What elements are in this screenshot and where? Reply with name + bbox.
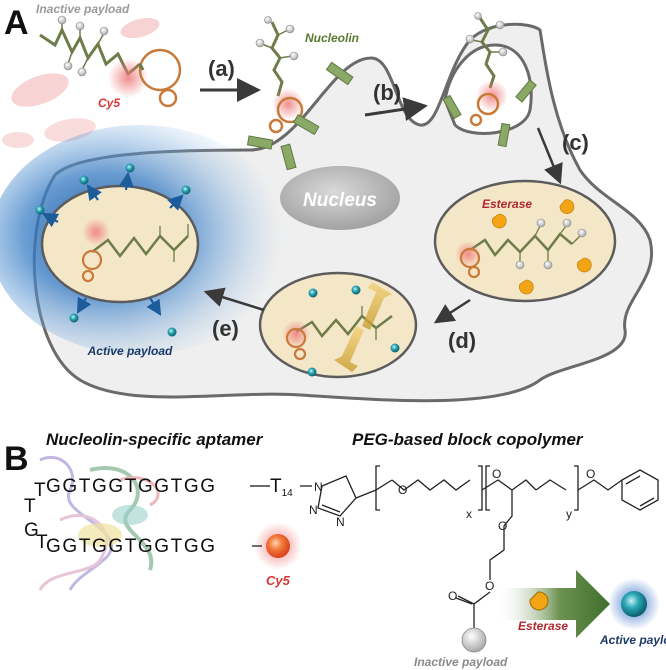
panel-b: B Nucleolin-specific aptamer PEG-based b… [4,430,666,669]
step-e-label: (e) [212,316,239,341]
atom-o3: O [586,467,595,481]
panel-a-label: A [4,4,29,42]
loop-g: G [24,520,39,541]
step-b-label: (b) [373,80,401,105]
vesicle-release [258,271,418,379]
loop-t1: T [34,480,46,501]
cy5-label-a: Cy5 [98,96,120,110]
aptamer-seq-bottom: GGTGGTGGTGG [46,536,217,557]
step-c-label: (c) [562,130,589,155]
step-d-label: (d) [448,328,476,353]
nucleolin-receptors [246,61,537,171]
extracellular-glow [2,17,160,148]
cy5-label-b: Cy5 [266,573,291,588]
esterase-label-b: Esterase [518,619,568,633]
atom-o6: O [448,589,457,603]
aptamer-title: Nucleolin-specific aptamer [46,430,264,449]
active-payload-ball [621,591,647,617]
esterase-label-a: Esterase [482,197,532,211]
copolymer-title: PEG-based block copolymer [352,430,584,449]
loop-t3: T [36,532,48,553]
protein-structure [38,455,160,591]
atom-o1: O [398,483,407,497]
cy5-dye [266,534,290,558]
nucleus-label: Nucleus [303,190,377,211]
arrow-b [364,97,428,121]
activation-arrow [498,570,610,638]
triazole-ring [317,475,377,517]
atom-n3: N [336,515,345,529]
vesicle-active [35,163,200,337]
inactive-payload-label-a: Inactive payload [36,2,130,16]
esterase-icon [529,591,549,611]
arrow-c [536,127,563,185]
atom-o4: O [498,519,507,533]
atom-n1: N [314,480,323,494]
inactive-payload-ball [461,627,487,653]
active-payload-label-b: Active payload [599,633,666,647]
arrow-d [433,298,471,324]
active-payload-label-a: Active payload [87,344,173,358]
polymer-backbone [375,465,659,580]
loop-t2: T [24,496,36,517]
conjugate-internalizing [465,12,508,127]
panel-a: Nucleus A Inactive payload Cy5 [0,2,654,403]
subscript-x: x [466,507,472,521]
step-a-label: (a) [208,56,235,81]
ester-linkage [455,591,491,630]
conjugate-bound [255,16,304,134]
atom-o5: O [485,579,494,593]
vesicle-esterase [433,179,617,303]
nucleolin-label: Nucleolin [305,31,359,45]
conjugate-free [39,15,182,108]
arrow-e [203,287,265,312]
atom-n2: N [309,503,318,517]
aptamer-seq-top: GGTGGTGGTGG [46,476,217,497]
atom-o2: O [492,467,501,481]
nucleus [280,166,400,230]
subscript-y: y [566,507,572,521]
panel-b-label: B [4,440,29,478]
inactive-payload-label-b: Inactive payload [414,655,508,669]
t14-label: T14 [270,476,293,499]
